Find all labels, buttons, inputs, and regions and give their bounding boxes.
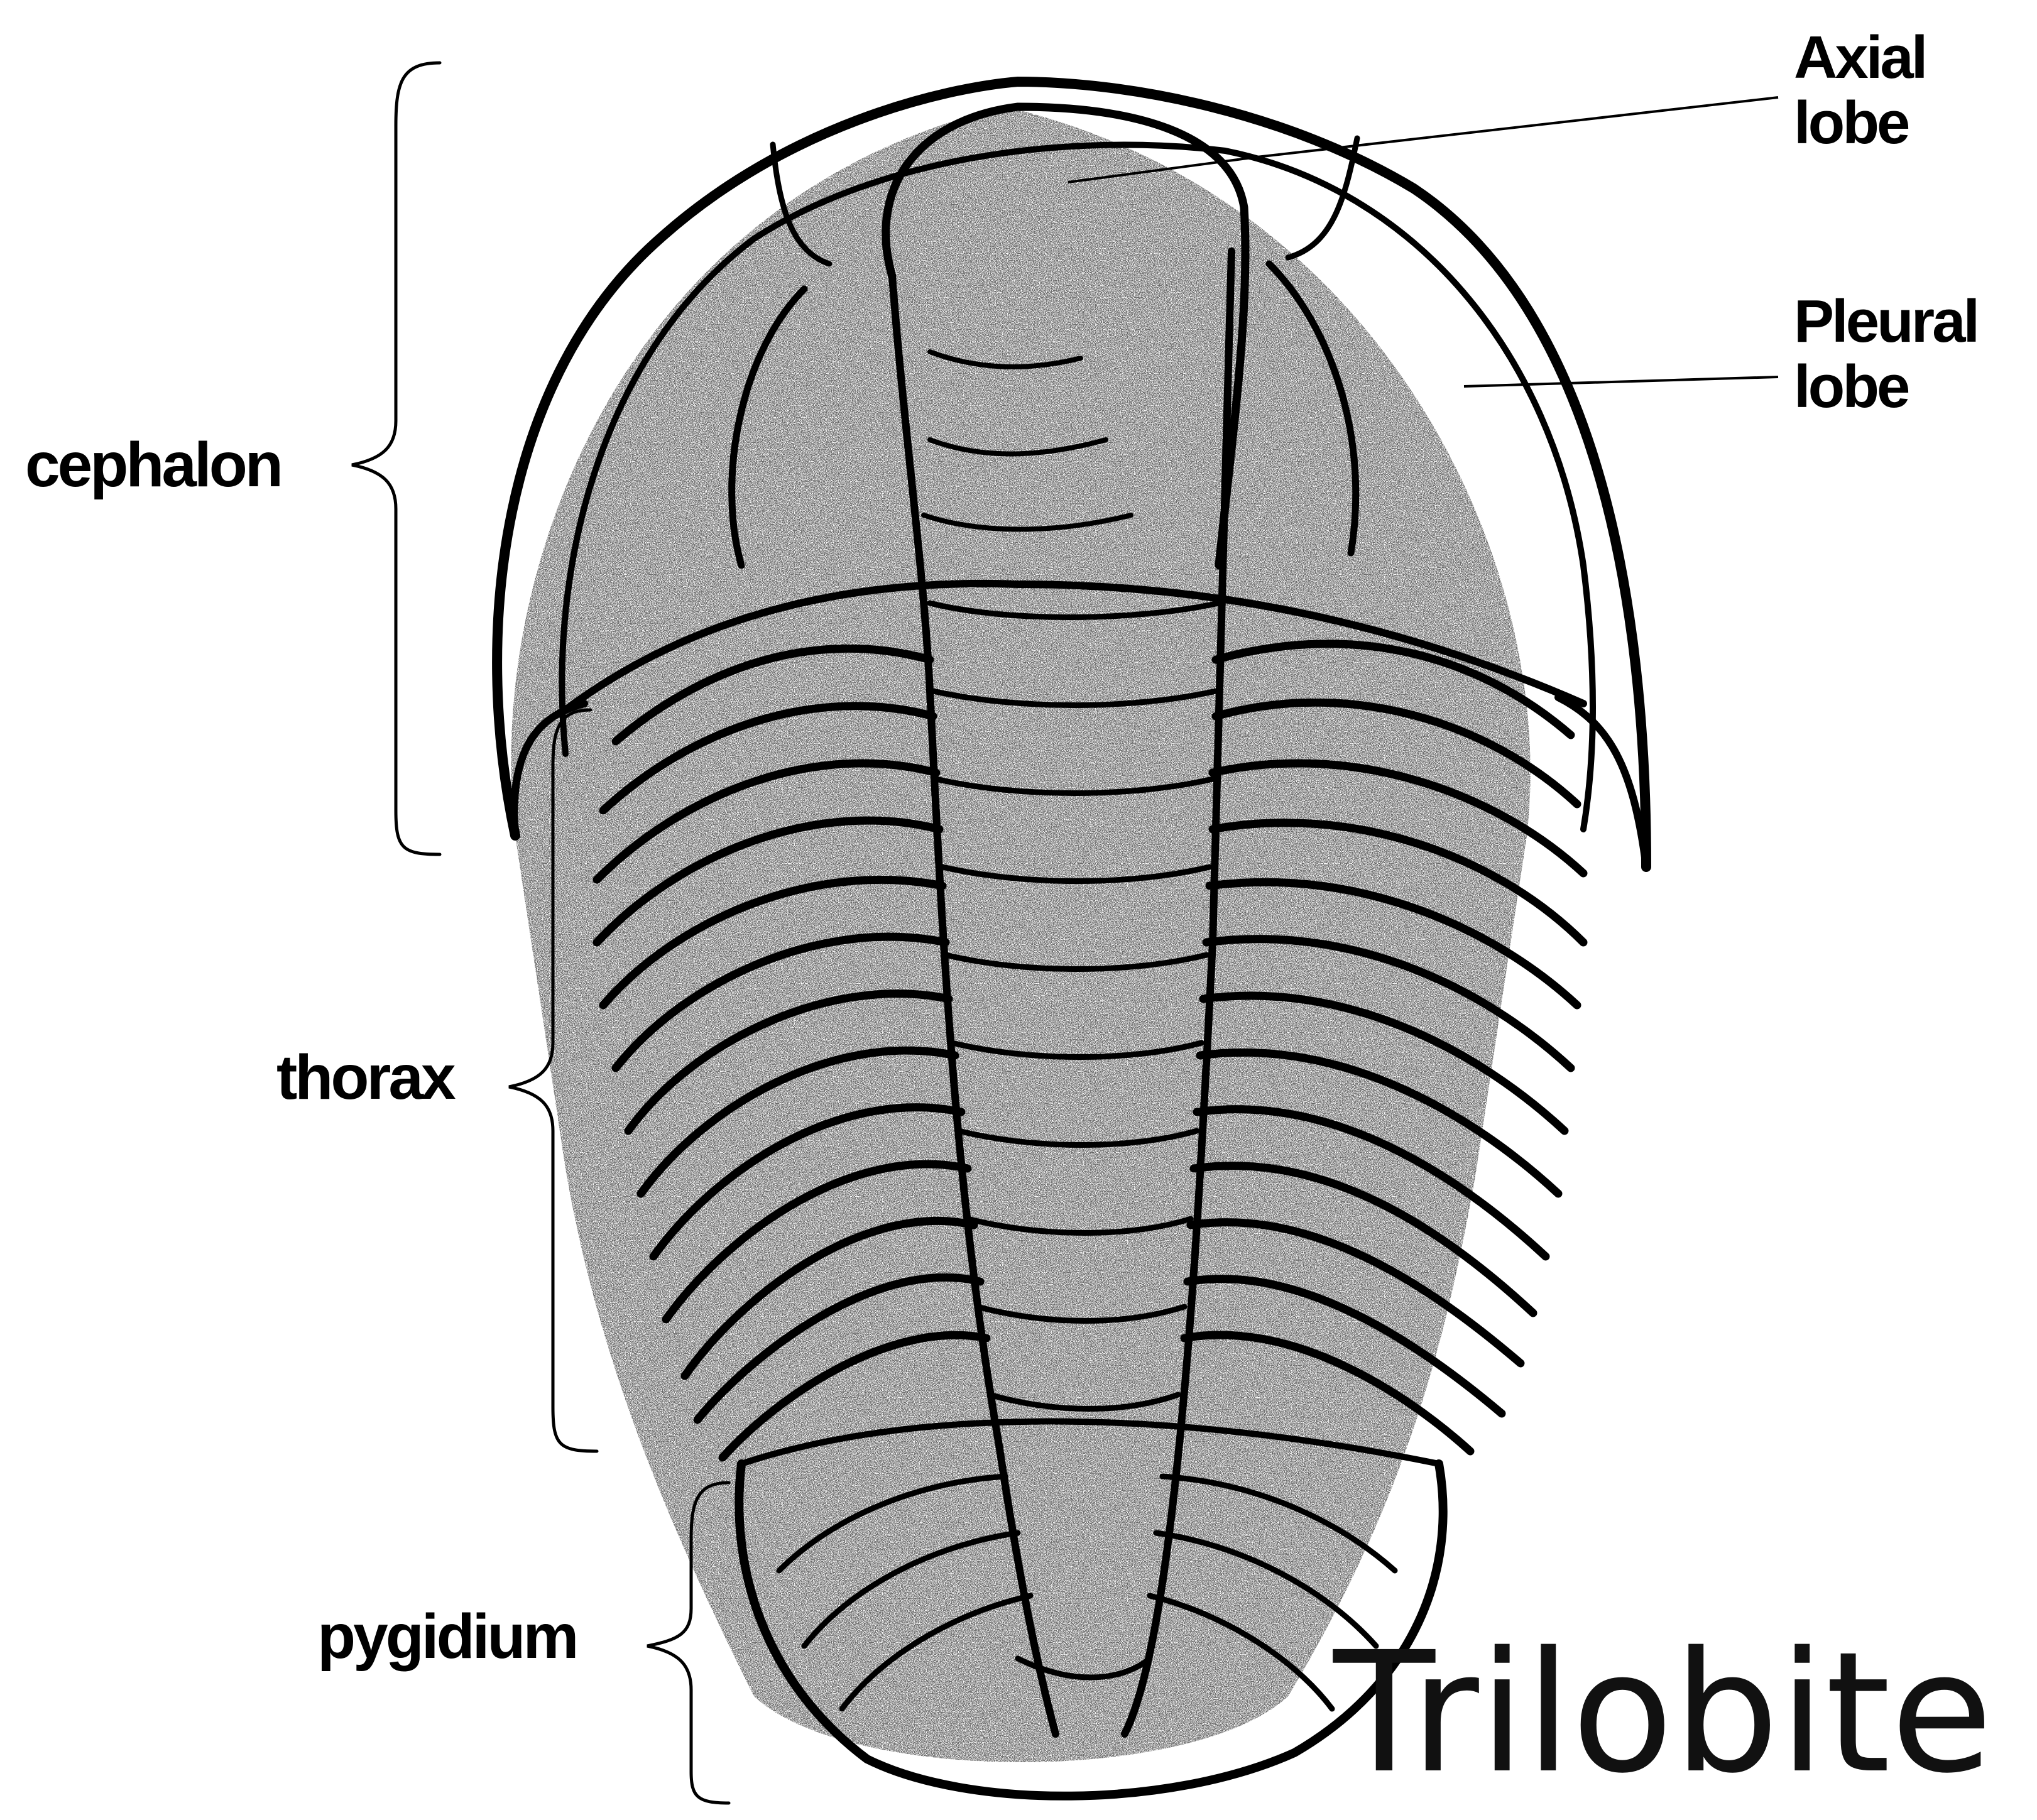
cephalon-brace (352, 63, 440, 854)
diagram-title: Trilobite (1333, 1630, 1993, 1797)
thorax-label: thorax (276, 1046, 454, 1109)
pleural-lobe-label-line1: Pleural (1794, 289, 1977, 354)
axial-lobe-label-line2: lobe (1794, 90, 1925, 156)
pygidium-label: pygidium (317, 1605, 576, 1668)
pleural-lobe-label-line2: lobe (1794, 354, 1977, 420)
cephalon-label: cephalon (25, 433, 281, 496)
axial-lobe-label: Axial lobe (1794, 25, 1925, 155)
body-stipple (511, 107, 1530, 1762)
axial-leader (1068, 97, 1778, 182)
right-genal-spine (1558, 697, 1646, 867)
pleural-lobe-label: Pleural lobe (1794, 289, 1977, 419)
pleural-leader (1464, 377, 1778, 386)
axial-lobe-label-line1: Axial (1794, 25, 1925, 90)
